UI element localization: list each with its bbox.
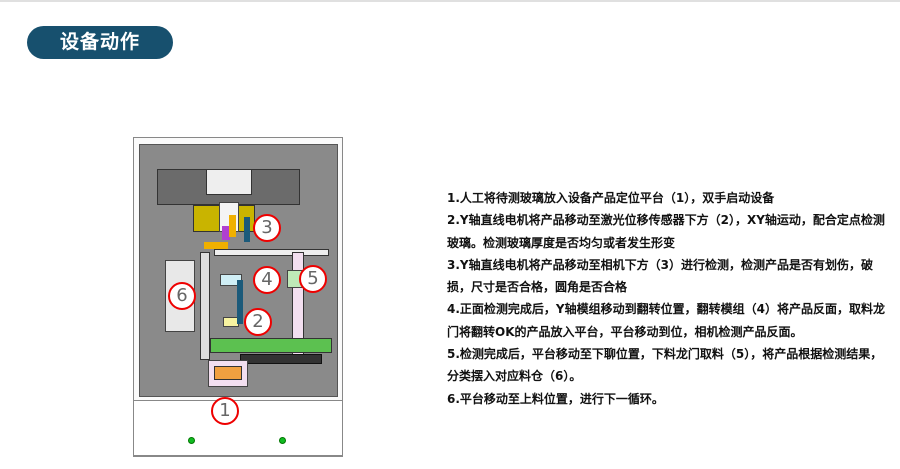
step-3: 3.Y轴直线电机将产品移动至相机下方（3）进行检测，检测产品是否有划伤，破损，尺…: [447, 257, 873, 295]
drag-chain: [240, 354, 322, 364]
start-button-right[interactable]: [279, 437, 286, 444]
marker-3: 3: [253, 214, 281, 242]
start-button-left[interactable]: [188, 437, 195, 444]
marker-5: 5: [299, 265, 327, 293]
step-2: 2.Y轴直线电机将产品移动至激光位移传感器下方（2），XY轴运动，配合定点检测玻…: [447, 213, 885, 250]
arrow-up-icon: [237, 280, 243, 324]
step-list: 1.人工将待测玻璃放入设备产品定位平台（1），双手启动设备 2.Y轴直线电机将产…: [447, 187, 887, 410]
operator-panel: [133, 400, 343, 456]
step-4: 4.正面检测完成后，Y轴模组移动到翻转位置，翻转模组（4）将产品反面，取料龙门将…: [447, 302, 885, 339]
arrow-up-icon: [244, 217, 250, 242]
purple-part: [222, 226, 230, 240]
marker-1: 1: [211, 397, 239, 425]
gantry-top: [214, 249, 329, 256]
conveyor: [200, 252, 210, 360]
marker-4: 4: [253, 266, 281, 294]
step-6: 6.平台移动至上料位置，进行下一循环。: [447, 391, 664, 406]
arrow-left-icon: [204, 242, 228, 249]
product-plate: [214, 366, 242, 380]
marker-2: 2: [244, 308, 272, 336]
step-5: 5.检测完成后，平台移动至下聊位置，下料龙门取料（5），将产品根据检测结果，分类…: [447, 347, 883, 384]
linear-motor: [210, 338, 332, 353]
marker-6: 6: [168, 282, 196, 310]
section-title: 设备动作: [27, 26, 173, 59]
arrow-down-icon: [229, 215, 236, 237]
step-1: 1.人工将待测玻璃放入设备产品定位平台（1），双手启动设备: [447, 191, 775, 205]
camera-slide: [206, 169, 252, 195]
